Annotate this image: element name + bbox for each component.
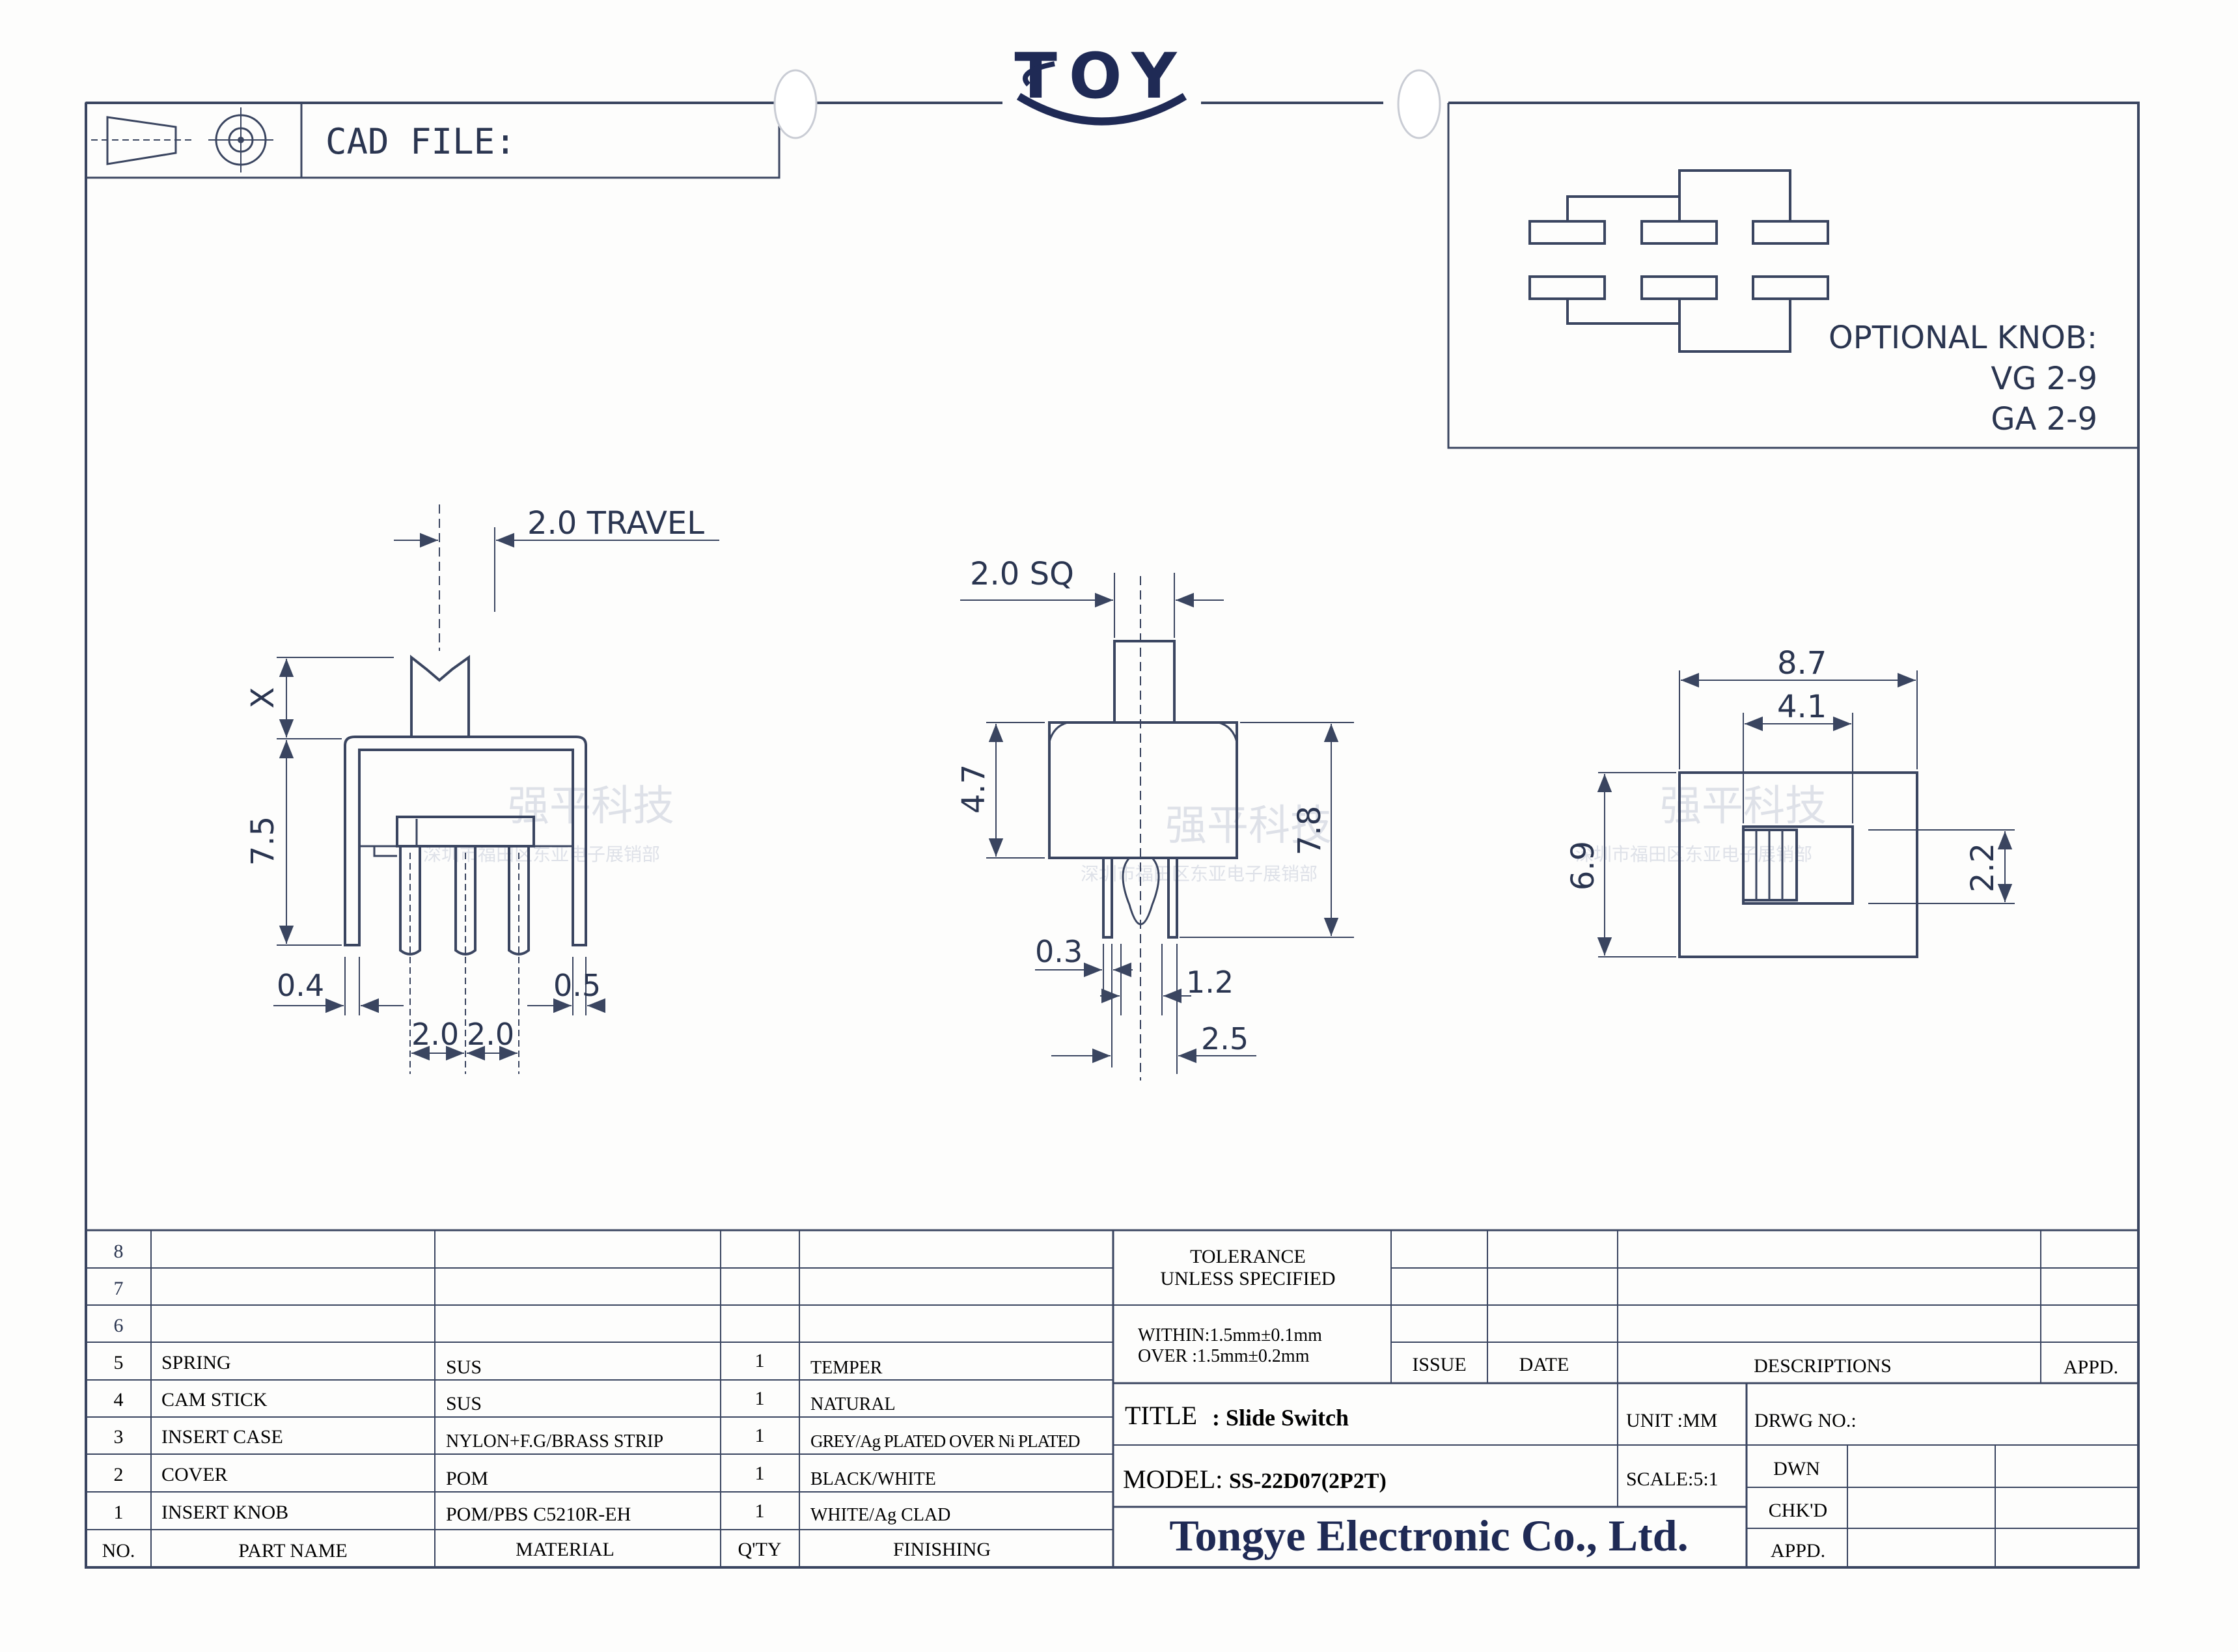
unit-label: UNIT :MM — [1626, 1410, 1717, 1431]
bom-qty: 1 — [755, 1500, 765, 1522]
bom-row-no: 7 — [114, 1278, 124, 1299]
revision-appd: APPD. — [2064, 1356, 2118, 1378]
bom-no: 1 — [114, 1502, 124, 1523]
side-view: 2.0 SQ 4.7 7.8 0.3 1.2 2.5 — [956, 556, 1354, 1081]
table-row: 5 SPRING SUS 1 TEMPER — [114, 1350, 883, 1378]
bom-no: 3 — [114, 1426, 124, 1448]
revision-descriptions: DESCRIPTIONS — [1754, 1355, 1892, 1377]
dim-4-7: 4.7 — [956, 764, 992, 814]
dim-travel: 2.0 TRAVEL — [527, 505, 704, 542]
revision-issue: ISSUE — [1412, 1354, 1466, 1375]
knob-title: OPTIONAL KNOB: — [1829, 320, 2097, 356]
bom-header-row: NO. PART NAME MATERIAL Q'TY FINISHING — [102, 1539, 991, 1562]
bom-header-finishing: FINISHING — [893, 1539, 991, 1560]
punch-hole-marks — [773, 69, 1441, 139]
appd-label: APPD. — [1771, 1540, 1825, 1562]
dim-8-7: 8.7 — [1777, 645, 1827, 681]
dim-2-2: 2.2 — [1965, 843, 2001, 892]
watermark-sub: 深圳市福田区东亚电子展销部 — [1575, 844, 1812, 865]
bom-material: POM — [446, 1468, 488, 1489]
bom-part-name: INSERT CASE — [161, 1426, 283, 1448]
top-view: 8.7 4.1 6.9 2.2 — [1565, 645, 2015, 958]
watermark: 强平科技 深圳市福田区东亚电子展销部 强平科技 深圳市福田区东亚电子展销部 强平… — [423, 782, 1827, 885]
logo-text: TOY — [1014, 40, 1188, 113]
dwn-label: DWN — [1773, 1458, 1820, 1480]
tolerance-within: WITHIN:1.5mm±0.1mm — [1138, 1325, 1322, 1345]
knob-circuit-diagram — [1528, 169, 1829, 353]
optional-knob-panel: OPTIONAL KNOB: VG 2-9 GA 2-9 — [1447, 103, 2138, 449]
model-label: MODEL: — [1123, 1465, 1223, 1494]
bom-table: 8 7 6 5 SPRING SUS 1 TEMPER 4 CAM STICK … — [86, 1229, 2138, 1567]
bom-row-no: 8 — [114, 1241, 124, 1262]
cad-file-header: CAD FILE: — [85, 102, 781, 179]
dim-0-5: 0.5 — [553, 968, 601, 1003]
bom-material: POM/PBS C5210R-EH — [446, 1504, 631, 1525]
bom-part-name: COVER — [161, 1464, 228, 1485]
bom-qty: 1 — [755, 1463, 765, 1484]
drwg-no-label: DRWG NO.: — [1754, 1410, 1857, 1431]
table-row: 3 INSERT CASE NYLON+F.G/BRASS STRIP 1 GR… — [114, 1425, 1081, 1452]
bom-finishing: NATURAL — [810, 1394, 896, 1414]
dim-0-3: 0.3 — [1035, 934, 1083, 969]
bom-material: SUS — [446, 1393, 482, 1414]
dim-6-9: 6.9 — [1565, 841, 1601, 890]
watermark-sub: 深圳市福田区东亚电子展销部 — [1081, 863, 1318, 885]
bom-header-material: MATERIAL — [516, 1539, 615, 1560]
knob-option: GA 2-9 — [1991, 401, 2097, 437]
chkd-label: CHK'D — [1769, 1500, 1827, 1521]
bom-part-name: SPRING — [161, 1352, 231, 1373]
dim-4-1: 4.1 — [1777, 689, 1827, 725]
scale-label: SCALE:5:1 — [1626, 1468, 1719, 1490]
bom-finishing: WHITE/Ag CLAD — [810, 1505, 950, 1525]
bom-row-no: 6 — [114, 1315, 124, 1336]
dim-7-8: 7.8 — [1292, 806, 1328, 855]
watermark-text: 强平科技 — [1165, 802, 1332, 850]
dim-0-4: 0.4 — [277, 968, 324, 1003]
bom-qty: 1 — [755, 1425, 765, 1446]
dim-pitch-2: 2.0 — [467, 1017, 514, 1052]
projection-symbol-icon — [91, 107, 273, 172]
dim-pitch-1: 2.0 — [411, 1017, 459, 1052]
bom-qty: 1 — [755, 1350, 765, 1371]
revision-table: ISSUE DATE DESCRIPTIONS APPD. — [1391, 1230, 2138, 1383]
bom-header-no: NO. — [102, 1540, 135, 1562]
watermark-text: 强平科技 — [508, 782, 674, 831]
bom-part-name: CAM STICK — [161, 1389, 268, 1411]
toy-logo: TOY — [1014, 40, 1188, 126]
tolerance-title: TOLERANCE — [1190, 1246, 1306, 1267]
revision-date: DATE — [1519, 1354, 1569, 1375]
bom-material: NYLON+F.G/BRASS STRIP — [446, 1431, 663, 1452]
table-row: 2 COVER POM 1 BLACK/WHITE — [114, 1463, 936, 1489]
model-value: SS-22D07(2P2T) — [1229, 1469, 1387, 1493]
bom-qty: 1 — [755, 1388, 765, 1409]
cad-file-label: CAD FILE: — [325, 121, 516, 162]
bom-part-name: INSERT KNOB — [161, 1502, 288, 1523]
title-value: : Slide Switch — [1212, 1405, 1349, 1431]
bom-header-name: PART NAME — [238, 1540, 347, 1562]
bom-finishing: BLACK/WHITE — [810, 1469, 936, 1489]
bom-finishing: TEMPER — [810, 1358, 883, 1378]
bom-no: 5 — [114, 1352, 124, 1373]
table-row: 1 INSERT KNOB POM/PBS C5210R-EH 1 WHITE/… — [114, 1500, 951, 1525]
bom-no: 2 — [114, 1464, 124, 1485]
dim-1-2: 1.2 — [1186, 965, 1234, 1000]
bom-no: 4 — [114, 1389, 124, 1411]
title-block: TITLE : Slide Switch UNIT :MM DRWG NO.: … — [1113, 1383, 2138, 1567]
bom-header-qty: Q'TY — [738, 1539, 781, 1560]
company-name: Tongye Electronic Co., Ltd. — [1169, 1511, 1688, 1560]
bom-material: SUS — [446, 1356, 482, 1378]
title-label: TITLE — [1125, 1401, 1197, 1430]
knob-option: VG 2-9 — [1991, 361, 2097, 397]
tolerance-block: TOLERANCE UNLESS SPECIFIED WITHIN:1.5mm±… — [1113, 1230, 2138, 1384]
dim-2-5: 2.5 — [1201, 1021, 1249, 1056]
dim-2-0-sq: 2.0 SQ — [970, 556, 1074, 592]
tolerance-subtitle: UNLESS SPECIFIED — [1160, 1268, 1335, 1289]
tolerance-over: OVER :1.5mm±0.2mm — [1138, 1346, 1310, 1366]
table-row: 4 CAM STICK SUS 1 NATURAL — [114, 1388, 896, 1414]
bom-finishing: GREY/Ag PLATED OVER Ni PLATED — [810, 1431, 1080, 1451]
dim-7-5: 7.5 — [245, 816, 281, 866]
dim-x: X — [245, 687, 281, 709]
front-view: 2.0 TRAVEL X 7.5 0.4 0.5 2.0 2.0 — [245, 504, 719, 1074]
